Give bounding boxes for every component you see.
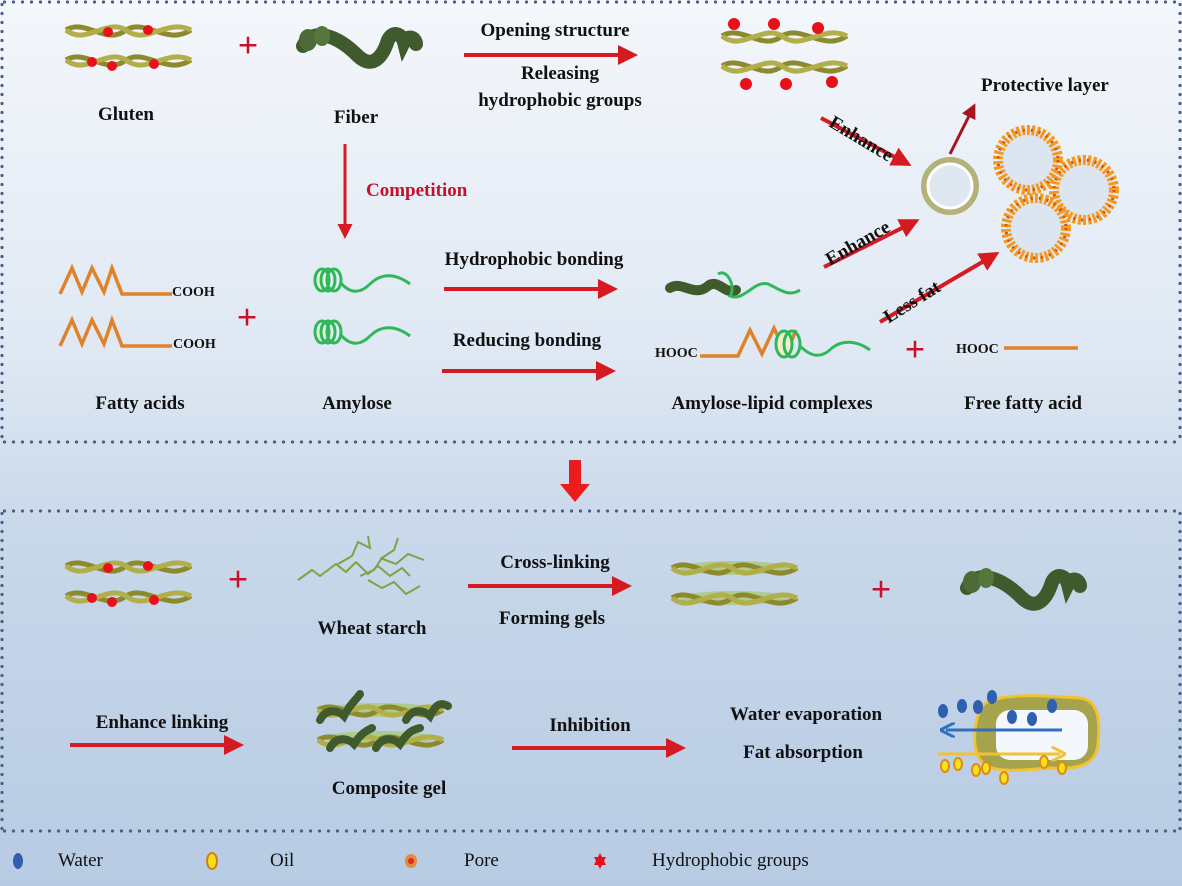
gluten-image — [66, 18, 196, 71]
legend-label-hydrophobic-groups: Hydrophobic groups — [652, 850, 809, 871]
pore-icon — [405, 854, 417, 868]
fatty-acid-image-1 — [58, 266, 174, 296]
water-evaporation-label: Water evaporation — [729, 704, 883, 725]
opening-structure-label: Opening structure — [480, 20, 630, 41]
fried-food-cross-section-image — [938, 690, 1101, 785]
inhibition-label: Inhibition — [549, 715, 631, 736]
inhibition-arrow — [512, 738, 686, 758]
gluten-gel-image — [672, 561, 802, 616]
amylose-image-1 — [313, 267, 412, 293]
free-fatty-acid-label: Free fatty acid — [964, 393, 1082, 414]
legend-label-pore: Pore — [464, 850, 499, 871]
amylose-image-2 — [313, 319, 412, 345]
enhance-linking-arrow — [70, 735, 244, 755]
enhance-arrow-lower — [823, 219, 920, 269]
plus-sign: + — [870, 569, 892, 609]
fatty-acids-label: Fatty acids — [95, 393, 185, 414]
down-arrow-icon — [560, 460, 590, 502]
plus-sign: + — [236, 297, 258, 337]
gluten-label: Gluten — [98, 104, 154, 125]
fiber-image — [298, 26, 428, 76]
fiber-amylose-complex-image — [665, 271, 801, 299]
cooh-label-1: COOH — [172, 285, 215, 300]
legend-label-water: Water — [58, 850, 103, 871]
top-panel-border-top — [0, 0, 1182, 4]
fatty-acid-image-2 — [58, 318, 174, 348]
hydrophobic-group-icon — [594, 853, 606, 869]
hydrophobic-bonding-label: Hydrophobic bonding — [444, 249, 624, 270]
reducing-bonding-label: Reducing bonding — [452, 330, 602, 351]
hydrophobic-bonding-arrow — [444, 279, 618, 299]
enhance-linking-label: Enhance linking — [95, 712, 229, 733]
wheat-starch-image — [297, 535, 425, 596]
wheat-starch-label: Wheat starch — [317, 618, 427, 639]
less-fat-arrow — [878, 251, 1000, 324]
competition-label: Competition — [366, 180, 468, 201]
legend-label-oil: Oil — [270, 850, 295, 871]
top-panel-border-left — [0, 0, 4, 442]
fiber-image-bottom — [962, 568, 1092, 618]
amylose-label: Amylose — [322, 393, 392, 414]
protective-layer-particles — [921, 110, 1150, 310]
gluten-image-bottom — [66, 554, 196, 607]
bottom-panel-border-top — [0, 509, 1182, 513]
amylose-lipid-complex-image — [700, 323, 871, 359]
composite-gel-label: Composite gel — [331, 778, 447, 799]
fiber-label: Fiber — [333, 107, 379, 128]
hooc-free-label: HOOC — [956, 342, 999, 357]
top-panel-border-right — [1178, 0, 1182, 442]
bottom-panel-border-left — [0, 509, 4, 831]
bottom-panel-border-right — [1178, 509, 1182, 831]
plus-sign: + — [904, 329, 926, 369]
fat-absorption-label: Fat absorption — [743, 742, 863, 763]
composite-gel-image — [312, 690, 452, 752]
oil-drop-icon — [206, 852, 218, 870]
protective-layer-label: Protective layer — [981, 75, 1109, 96]
top-panel-border-bottom — [0, 440, 1182, 444]
hydrophobic-groups-label: hydrophobic groups — [478, 90, 642, 111]
free-fatty-acid-image — [1004, 346, 1078, 350]
bottom-panel-border-bottom — [0, 829, 1182, 833]
plus-sign: + — [227, 559, 249, 599]
cooh-label-2: COOH — [173, 337, 216, 352]
cross-linking-label: Cross-linking — [500, 552, 610, 573]
amylose-lipid-complexes-label: Amylose-lipid complexes — [671, 393, 873, 414]
water-drop-icon — [13, 853, 23, 869]
opening-arrow — [464, 45, 638, 65]
plus-sign: + — [237, 25, 259, 65]
forming-gels-label: Forming gels — [498, 608, 606, 629]
releasing-label: Releasing — [520, 63, 600, 84]
protective-layer-arrow — [948, 103, 976, 155]
cross-linking-arrow — [468, 576, 632, 596]
reducing-bonding-arrow — [442, 361, 616, 381]
hooc-complex-label: HOOC — [655, 346, 698, 361]
competition-arrow — [337, 144, 353, 239]
opened-gluten-image — [722, 18, 852, 90]
enhance-arrow-upper — [820, 116, 912, 166]
